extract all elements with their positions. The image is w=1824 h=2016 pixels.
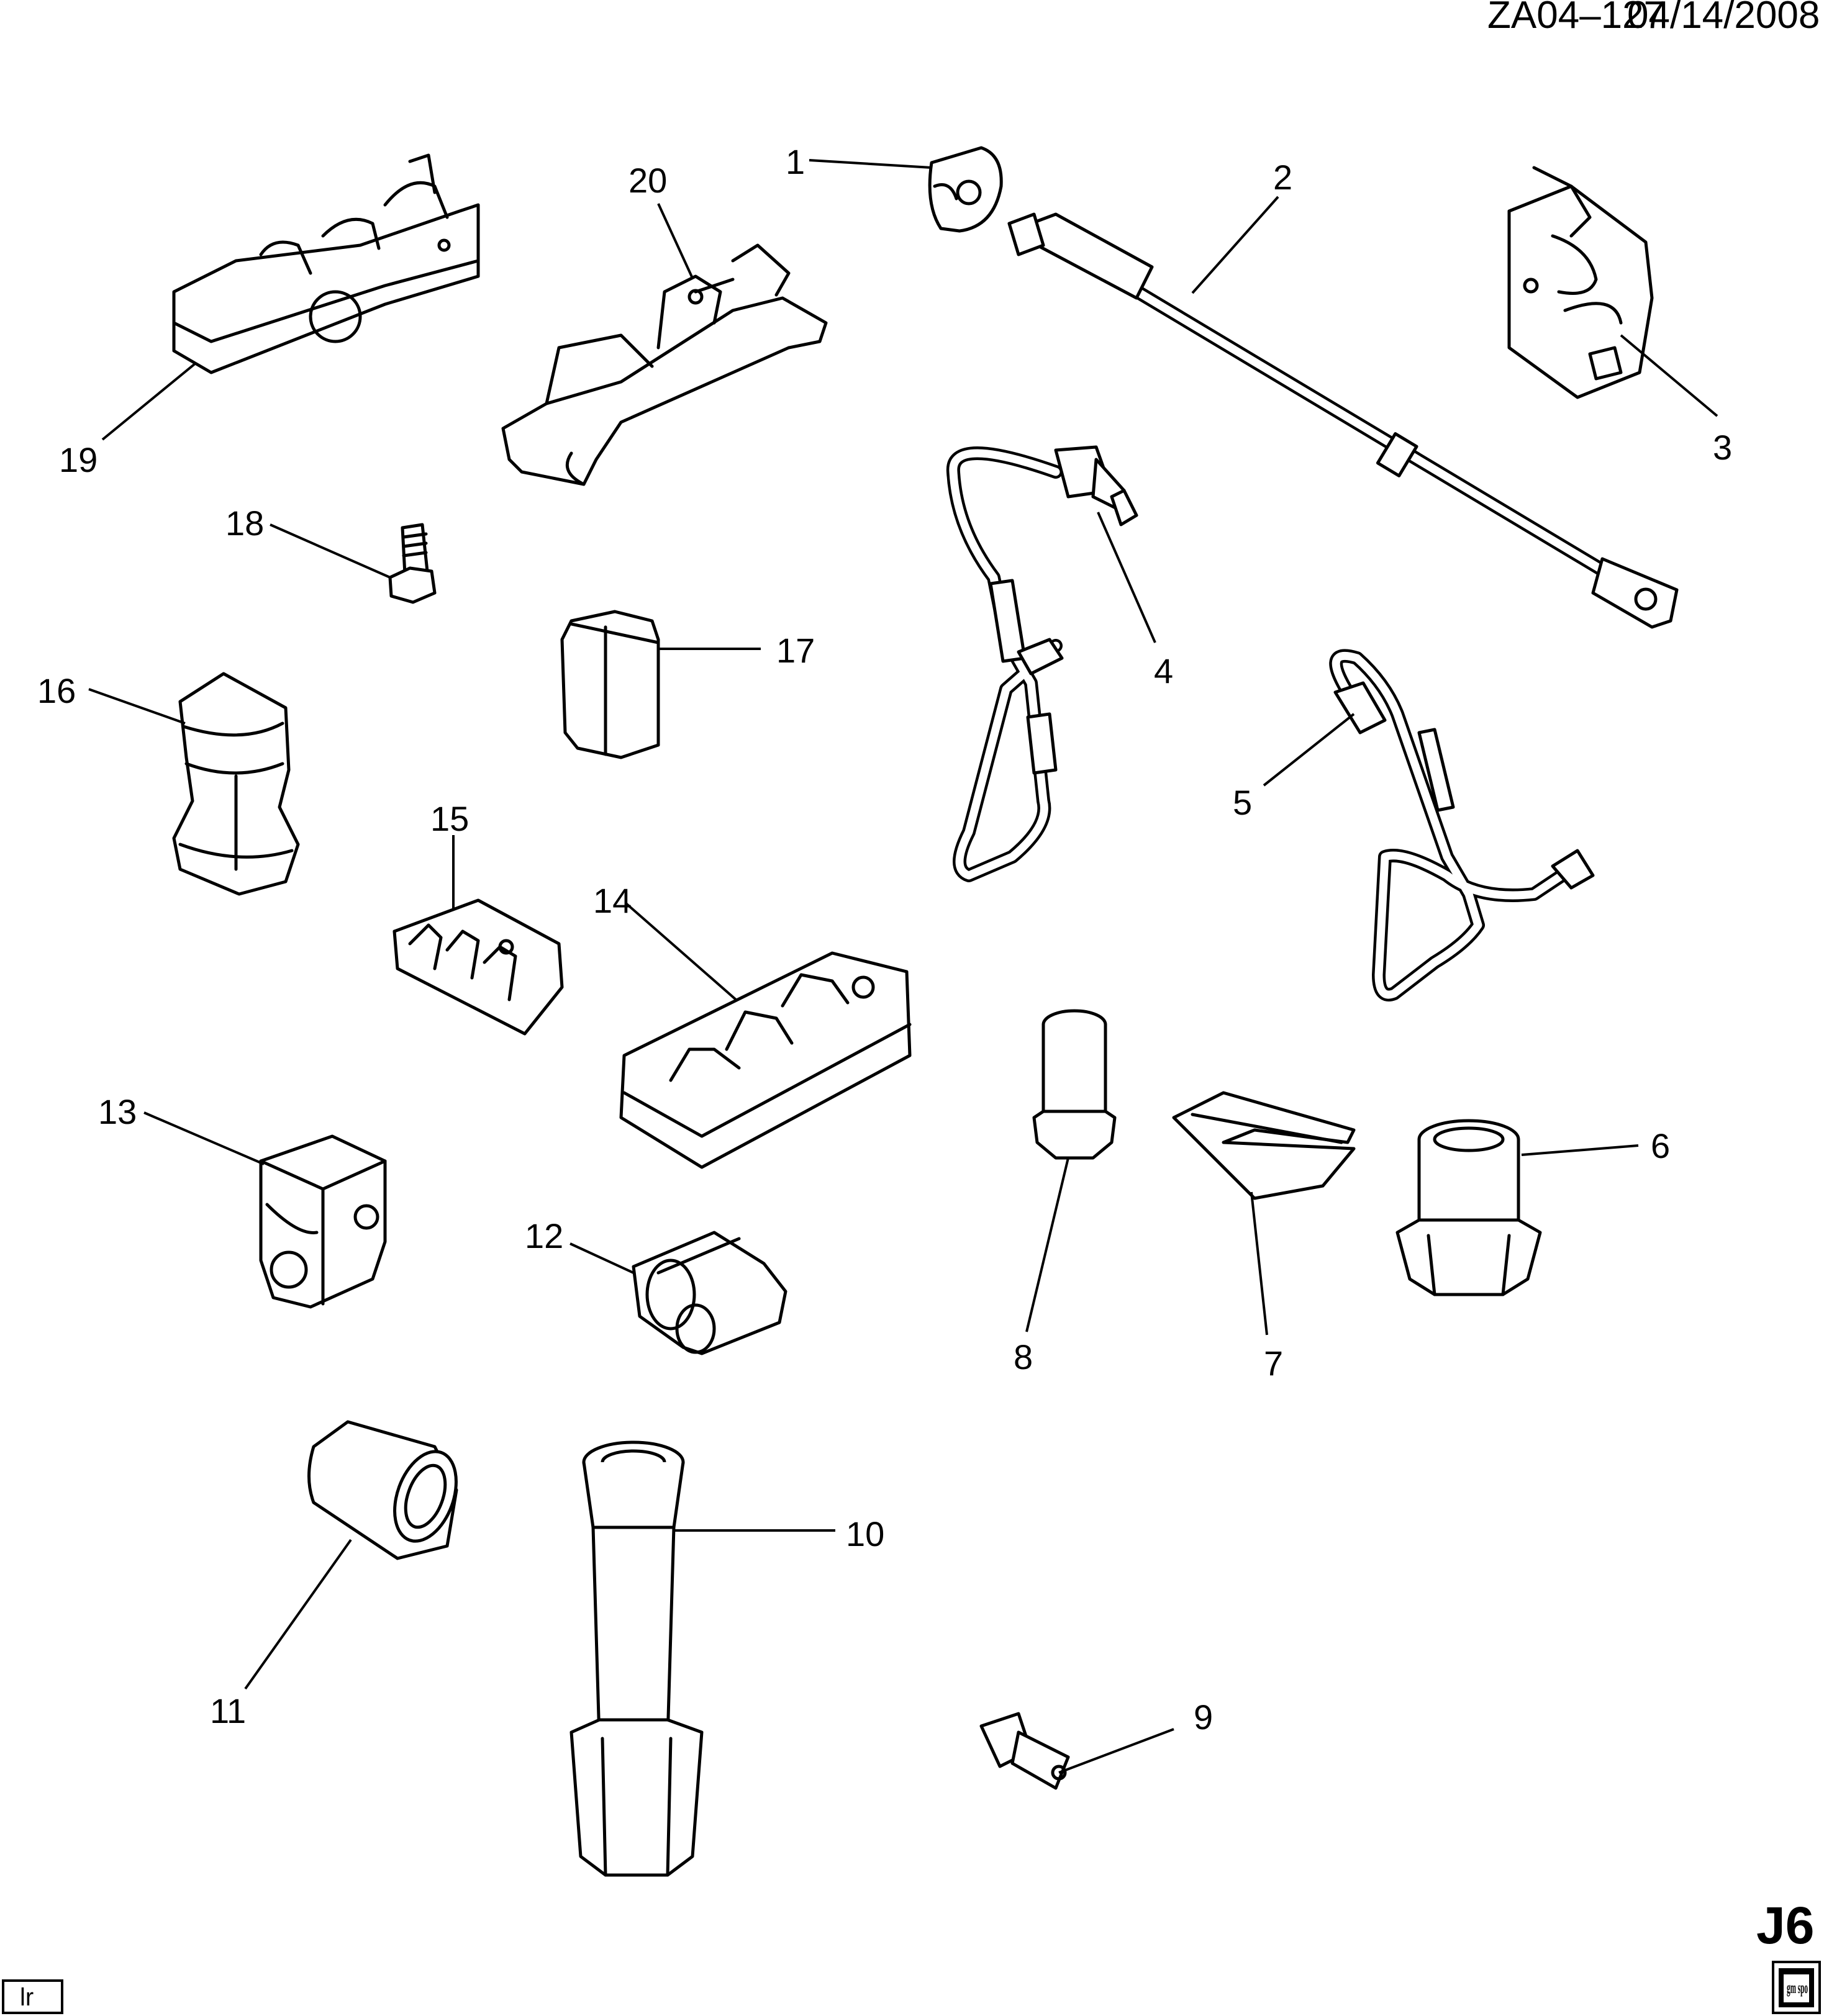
callout-15: 15 (430, 799, 469, 838)
part-11-splined-sleeve (307, 1420, 458, 1560)
leader-7 (1250, 1191, 1268, 1336)
callout-17: 17 (776, 631, 815, 670)
callout-8: 8 (1014, 1337, 1033, 1376)
part-18-screw (388, 523, 437, 604)
callout-16: 16 (37, 671, 76, 710)
callout-10: 10 (846, 1514, 884, 1553)
callout-13: 13 (98, 1092, 137, 1131)
leader-1 (809, 159, 932, 169)
part-12-tube-clip (632, 1231, 787, 1355)
leader-14 (625, 902, 737, 1001)
callout-6: 6 (1651, 1126, 1670, 1165)
leader-13 (143, 1111, 265, 1165)
callout-2: 2 (1273, 158, 1292, 197)
callout-14: 14 (593, 881, 632, 920)
callout-12: 12 (525, 1216, 563, 1255)
part-3-clip-block (1507, 166, 1654, 399)
leader-18 (270, 523, 391, 579)
part-14-multi-tube-clip (619, 951, 912, 1169)
callout-19: 19 (59, 440, 98, 479)
part-16-double-tube-clip (172, 672, 300, 896)
gm-spo-logo: gm spo (1772, 1961, 1821, 2014)
part-2-brake-pipe (1007, 212, 1679, 629)
corner-tag: lr (2, 1979, 63, 2014)
diagram-date: 04/14/2008 (1627, 0, 1820, 37)
part-1-clip (928, 146, 1003, 233)
leader-6 (1521, 1144, 1639, 1156)
part-8-fitting (1032, 1009, 1117, 1160)
part-19-multi-tube-clip (172, 153, 480, 374)
leader-3 (1620, 334, 1718, 417)
gm-spo-logo-text: gm spo (1787, 1979, 1808, 1997)
leader-20 (657, 203, 694, 279)
part-13-clip-block (259, 1134, 387, 1309)
leader-lines (88, 159, 1718, 1774)
leader-12 (569, 1242, 634, 1274)
callout-5: 5 (1233, 783, 1252, 822)
part-4-bent-pipe (946, 445, 1138, 882)
leader-9 (1058, 1728, 1174, 1774)
part-7-clip-plate (1172, 1091, 1356, 1200)
callout-11: 11 (210, 1691, 246, 1730)
callout-4: 4 (1154, 651, 1173, 690)
section-code: J6 (1756, 1896, 1814, 1955)
callout-18: 18 (225, 504, 264, 543)
diagram-code: ZA04–127 (1487, 0, 1665, 37)
callout-20: 20 (628, 161, 667, 200)
part-15-small-tube-clip (392, 898, 564, 1036)
callout-3: 3 (1713, 428, 1732, 467)
callout-1: 1 (786, 142, 805, 181)
part-9-bleeder-screw (979, 1712, 1070, 1790)
part-10-long-fitting (569, 1440, 704, 1877)
leader-4 (1097, 512, 1156, 643)
leader-19 (101, 362, 197, 441)
corner-tag-text: lr (20, 1984, 34, 2011)
callout-labels: 1 2 3 4 5 6 7 8 9 10 11 12 13 14 15 16 1… (37, 142, 1732, 1737)
callout-7: 7 (1264, 1344, 1283, 1383)
leader-2 (1191, 196, 1279, 294)
leader-8 (1025, 1157, 1069, 1332)
leader-16 (88, 688, 186, 725)
part-6-fitting (1395, 1119, 1542, 1296)
callout-9: 9 (1194, 1697, 1213, 1737)
part-20-retainer-bracket (501, 243, 828, 486)
part-17-sleeve (560, 610, 660, 759)
leader-11 (244, 1539, 352, 1690)
leader-5 (1263, 713, 1355, 787)
part-5-bent-pipe (1329, 649, 1595, 1001)
